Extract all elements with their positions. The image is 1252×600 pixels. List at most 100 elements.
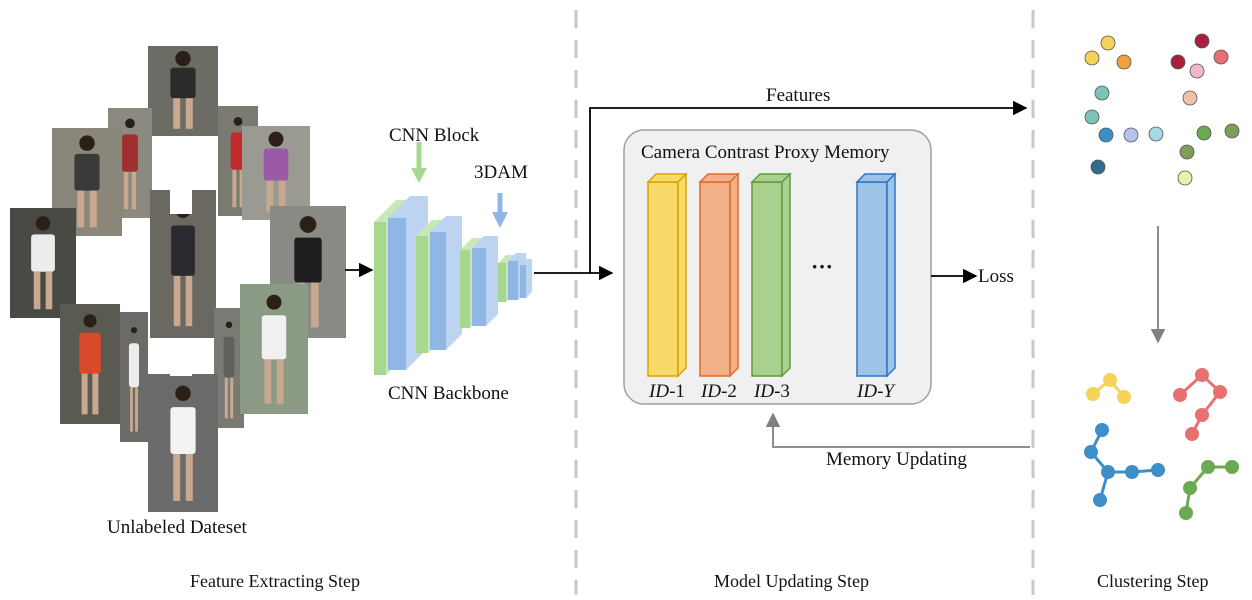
person-leg-right-6 — [185, 275, 193, 327]
feature-point-8 — [1090, 159, 1106, 175]
person-leg-left-6 — [173, 275, 181, 327]
person-leg-left-8 — [81, 373, 88, 415]
person-torso-3 — [74, 153, 100, 191]
feature-clusters — [1084, 368, 1239, 520]
cluster-green-node-1 — [1225, 460, 1239, 474]
person-torso-9 — [128, 343, 140, 388]
memory-title: Camera Contrast Proxy Memory — [641, 142, 890, 163]
person-torso-2 — [230, 132, 246, 170]
person-leg-right-3 — [89, 190, 97, 228]
memory-bar-0-front — [647, 181, 679, 377]
id-suffix: -3 — [774, 381, 790, 402]
feature-point-10 — [1170, 54, 1186, 70]
cnn-slab-7-front — [498, 263, 506, 302]
person-leg-right-10 — [230, 377, 234, 419]
feature-point-16 — [1179, 144, 1195, 160]
cluster-red-node-2 — [1213, 385, 1227, 399]
id-suffix: -1 — [669, 381, 685, 402]
cnn-slab-2-front — [388, 218, 406, 370]
memory-ellipsis: ··· — [811, 254, 834, 279]
person-torso-6 — [171, 225, 195, 276]
person-leg-right-9 — [135, 387, 138, 432]
cnn-slab-4-front — [430, 232, 446, 350]
person-leg-left-11 — [264, 359, 272, 404]
feature-point-9 — [1194, 33, 1210, 49]
person-head-5 — [35, 216, 51, 231]
memory-bar-0-side — [677, 172, 687, 378]
cnn-slab-4-top — [430, 216, 462, 232]
cnn-slab-9-top — [520, 259, 532, 265]
cluster-blue-node-1 — [1084, 445, 1098, 459]
features-arrow — [589, 100, 1028, 273]
person-leg-left-0 — [173, 98, 181, 129]
memory-bars — [646, 172, 897, 378]
unlabeled-dataset-mosaic — [10, 46, 346, 512]
person-torso-7 — [294, 237, 322, 283]
person-torso-0 — [170, 67, 196, 99]
feature-point-17 — [1177, 170, 1193, 186]
cluster-green-node-2 — [1183, 481, 1197, 495]
id-prefix: ID — [754, 381, 775, 402]
id-prefix: ID — [649, 381, 670, 402]
id-suffix: -2 — [721, 381, 737, 402]
mosaic-gap-3 — [216, 248, 256, 280]
person-leg-right-2 — [239, 169, 244, 208]
feature-points — [1084, 33, 1240, 186]
person-head-3 — [79, 135, 95, 151]
feature-point-6 — [1123, 127, 1139, 143]
cnn-block-pointer-head — [411, 168, 427, 183]
id-label-3: ID-3 — [754, 382, 790, 401]
cnn-slab-1-front — [374, 222, 386, 375]
feature-point-0 — [1100, 35, 1116, 51]
cluster-blue-node-5 — [1093, 493, 1107, 507]
cluster-blue-node-4 — [1151, 463, 1165, 477]
feature-point-3 — [1094, 85, 1110, 101]
mosaic-gap-4 — [170, 352, 192, 376]
id-suffix: -Y — [877, 381, 894, 402]
memory-bar-3-side — [886, 172, 896, 378]
person-torso-4 — [263, 148, 289, 181]
id-prefix: ID — [701, 381, 722, 402]
person-leg-left-9 — [130, 387, 133, 432]
memory-bar-2-front — [751, 181, 783, 377]
feature-point-1 — [1084, 50, 1100, 66]
person-torso-8 — [79, 332, 101, 374]
cnn-slab-7-top — [498, 255, 514, 263]
cluster-red-node-1 — [1173, 388, 1187, 402]
person-leg-right-4 — [278, 180, 286, 213]
cnn-slab-3-front — [416, 236, 428, 353]
memory-updating-arrow — [765, 412, 1030, 448]
id-prefix: ID — [857, 381, 878, 402]
person-torso-10 — [223, 336, 235, 378]
memory-bar-1-front — [699, 181, 731, 377]
person-head-8 — [83, 314, 97, 328]
person-head-2 — [233, 117, 243, 126]
id-label-y: ID-Y — [857, 382, 894, 401]
memory-bar-1-side — [729, 172, 739, 378]
person-leg-right-7 — [311, 282, 319, 328]
cnn-slab-6-front — [472, 248, 486, 326]
cnn-slab-9-side — [526, 259, 532, 298]
dataset-label: Unlabeled Dateset — [107, 517, 247, 538]
section-clustering: Clustering Step — [1097, 571, 1209, 591]
person-torso-5 — [31, 234, 55, 272]
memory-bar-2-side — [781, 172, 791, 378]
person-leg-left-3 — [77, 190, 85, 228]
feature-point-12 — [1189, 63, 1205, 79]
feature-point-5 — [1098, 127, 1114, 143]
person-head-7 — [299, 216, 317, 233]
feature-point-4 — [1084, 109, 1100, 125]
person-leg-right-5 — [45, 271, 53, 310]
cnn-slab-5-top — [460, 238, 482, 250]
cluster-blue-node-0 — [1095, 423, 1109, 437]
cnn-slab-9-front — [520, 265, 526, 298]
person-head-10 — [225, 321, 233, 329]
cluster-green-node-0 — [1201, 460, 1215, 474]
cnn-slab-8-front — [508, 261, 518, 300]
feature-point-14 — [1196, 125, 1212, 141]
person-leg-right-1 — [131, 171, 137, 210]
person-leg-right-11 — [276, 359, 284, 404]
cluster-yellow-node-0 — [1103, 373, 1117, 387]
feature-point-11 — [1213, 49, 1229, 65]
